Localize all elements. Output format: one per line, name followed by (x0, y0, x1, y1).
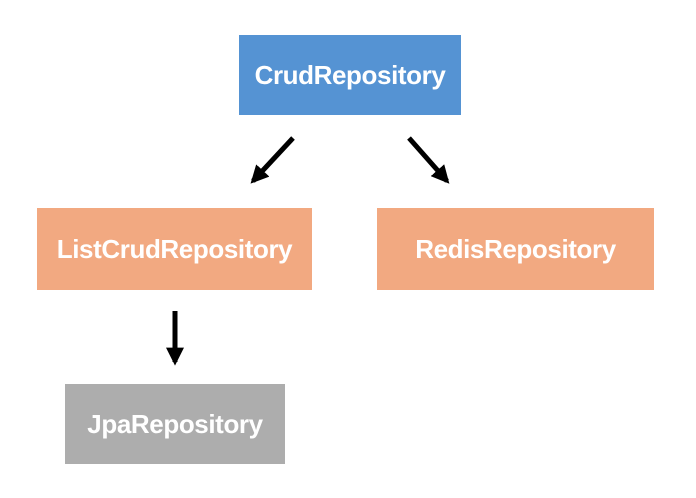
node-jparepository-label: JpaRepository (87, 408, 263, 439)
node-redisrepository: RedisRepository (377, 208, 654, 290)
node-jparepository: JpaRepository (65, 384, 285, 464)
node-crudrepository: CrudRepository (239, 35, 461, 115)
node-redisrepository-label: RedisRepository (415, 233, 616, 264)
node-listcrudrepository: ListCrudRepository (37, 208, 312, 290)
edge-crud-to-listcrud (250, 136, 295, 184)
node-listcrudrepository-label: ListCrudRepository (56, 233, 293, 264)
node-crudrepository-label: CrudRepository (254, 59, 446, 90)
edge-crud-to-redis (407, 136, 450, 184)
